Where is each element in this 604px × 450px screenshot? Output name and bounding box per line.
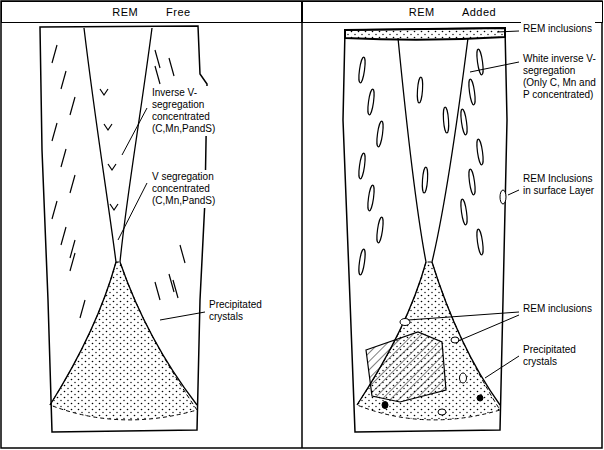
callout-label: White inverse V- segregation (Only C, Mn… bbox=[521, 52, 599, 102]
callout-label: Precipitated crystals bbox=[207, 298, 287, 324]
callout-label: REM inclusions bbox=[521, 22, 595, 36]
callout-label: REM Inclusions in surface Layer bbox=[521, 172, 597, 198]
callout-label: Inverse V- segregation concentrated (C,M… bbox=[150, 86, 242, 136]
header-cell: REM Free bbox=[1, 1, 302, 23]
panel-heading: REM Free bbox=[112, 6, 190, 18]
callout-label: V segregation concentrated (C,Mn,PandS) bbox=[150, 170, 242, 208]
callout-label: Precipitated crystals bbox=[521, 343, 597, 369]
ingot-rem-added bbox=[343, 28, 507, 432]
divider bbox=[301, 1, 303, 448]
header-cell: REM Added bbox=[302, 1, 603, 23]
panel-heading: REM Added bbox=[409, 6, 496, 18]
leader-lines bbox=[118, 31, 519, 378]
callout-label: REM inclusions bbox=[521, 302, 597, 316]
